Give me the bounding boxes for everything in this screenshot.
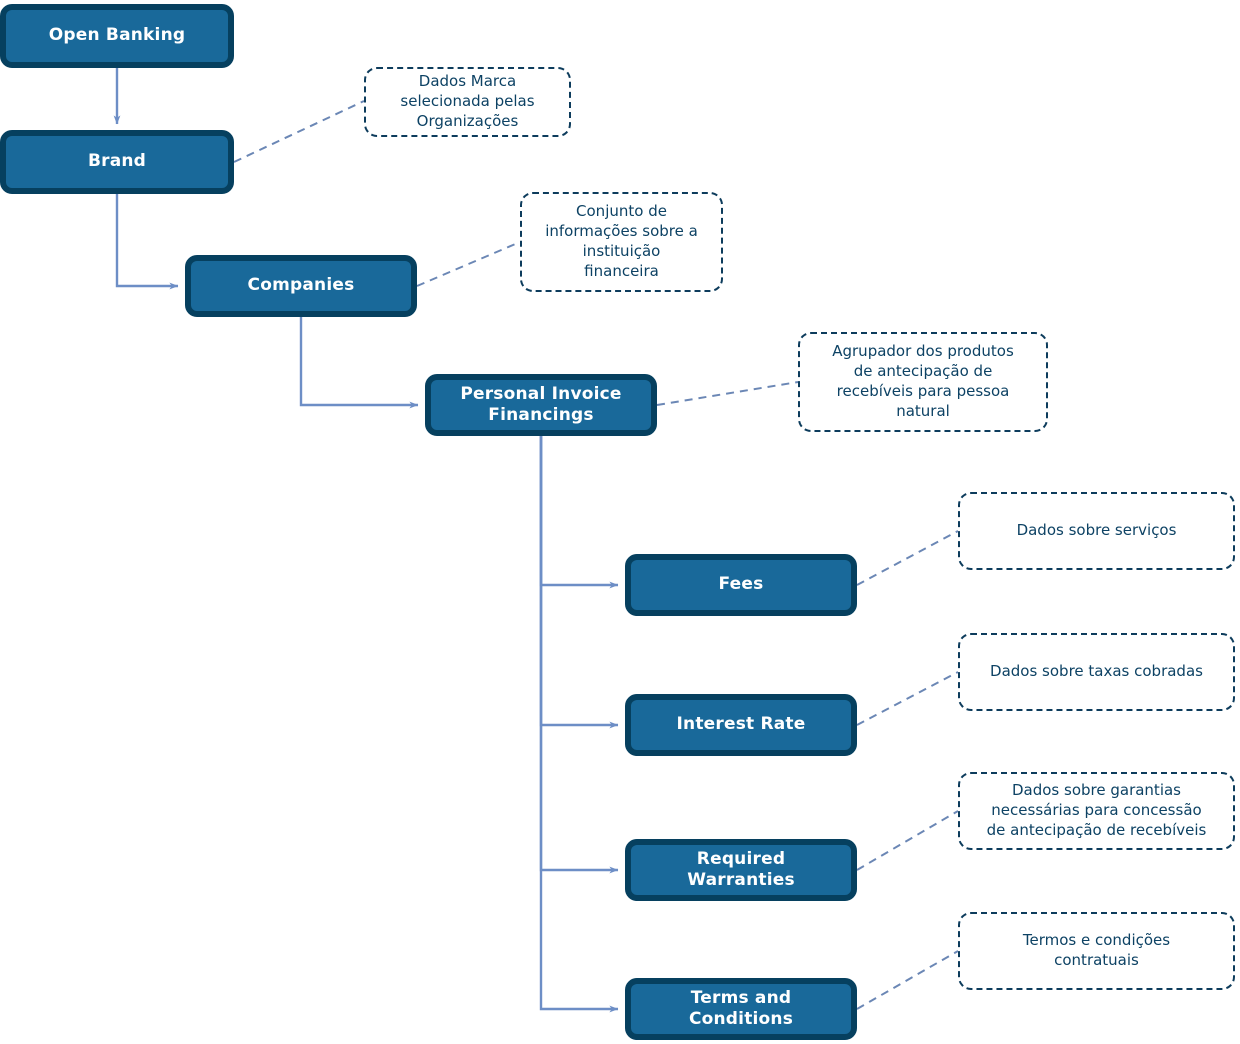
node-companies[interactable]: Companies bbox=[185, 255, 417, 317]
callout-terms-note: Termos e condições contratuais bbox=[958, 912, 1235, 990]
callout-brand-note: Dados Marca selecionada pelas Organizaçõ… bbox=[364, 67, 571, 137]
connector-pif-to-interest-rate bbox=[539, 436, 619, 729]
node-terms-and-conditions-label: Terms and Conditions bbox=[688, 987, 794, 1029]
node-companies-label: Companies bbox=[247, 275, 355, 296]
callout-brand-note-label: Dados Marca selecionada pelas Organizaçõ… bbox=[400, 72, 535, 130]
callout-warranties-note-label: Dados sobre garantias necessárias para c… bbox=[986, 781, 1207, 839]
leader-terms-and-conditions-to-terms-note bbox=[856, 950, 959, 1010]
node-fees-label: Fees bbox=[718, 574, 764, 595]
callout-interest-note-label: Dados sobre taxas cobradas bbox=[990, 662, 1203, 681]
callout-warranties-note: Dados sobre garantias necessárias para c… bbox=[958, 772, 1235, 850]
connector-brand-to-companies bbox=[115, 194, 179, 290]
connector-pif-to-fees bbox=[539, 436, 619, 589]
leader-pif-to-pif-note bbox=[656, 381, 799, 406]
leader-fees-to-fees-note bbox=[856, 530, 959, 586]
leader-interest-rate-to-interest-note bbox=[856, 671, 959, 726]
callout-terms-note-label: Termos e condições contratuais bbox=[1022, 931, 1171, 969]
node-brand-label: Brand bbox=[87, 151, 147, 172]
connector-pif-to-terms-and-conditions bbox=[539, 436, 619, 1013]
node-terms-and-conditions[interactable]: Terms and Conditions bbox=[625, 978, 857, 1040]
callout-companies-note: Conjunto de informações sobre a institui… bbox=[520, 192, 723, 292]
node-open-banking[interactable]: Open Banking bbox=[0, 4, 234, 68]
leader-required-warranties-to-warranties-note bbox=[856, 810, 959, 871]
connector-companies-to-personal-invoice-financings bbox=[299, 317, 419, 409]
node-personal-invoice-financings[interactable]: Personal Invoice Financings bbox=[425, 374, 657, 436]
leader-companies-to-companies-note bbox=[416, 241, 521, 287]
node-interest-rate-label: Interest Rate bbox=[676, 714, 806, 735]
node-brand[interactable]: Brand bbox=[0, 130, 234, 194]
connector-pif-to-required-warranties bbox=[539, 436, 619, 874]
node-required-warranties-label: Required Warranties bbox=[687, 848, 795, 890]
node-required-warranties[interactable]: Required Warranties bbox=[625, 839, 857, 901]
callout-pif-note: Agrupador dos produtos de antecipação de… bbox=[798, 332, 1048, 432]
node-fees[interactable]: Fees bbox=[625, 554, 857, 616]
callout-interest-note: Dados sobre taxas cobradas bbox=[958, 633, 1235, 711]
leader-brand-to-brand-note bbox=[233, 100, 365, 163]
callout-pif-note-label: Agrupador dos produtos de antecipação de… bbox=[832, 342, 1014, 420]
callout-fees-note: Dados sobre serviços bbox=[958, 492, 1235, 570]
node-interest-rate[interactable]: Interest Rate bbox=[625, 694, 857, 756]
node-personal-invoice-financings-label: Personal Invoice Financings bbox=[460, 383, 622, 425]
node-open-banking-label: Open Banking bbox=[48, 25, 186, 46]
callout-companies-note-label: Conjunto de informações sobre a institui… bbox=[545, 202, 698, 280]
callout-fees-note-label: Dados sobre serviços bbox=[1016, 521, 1177, 540]
